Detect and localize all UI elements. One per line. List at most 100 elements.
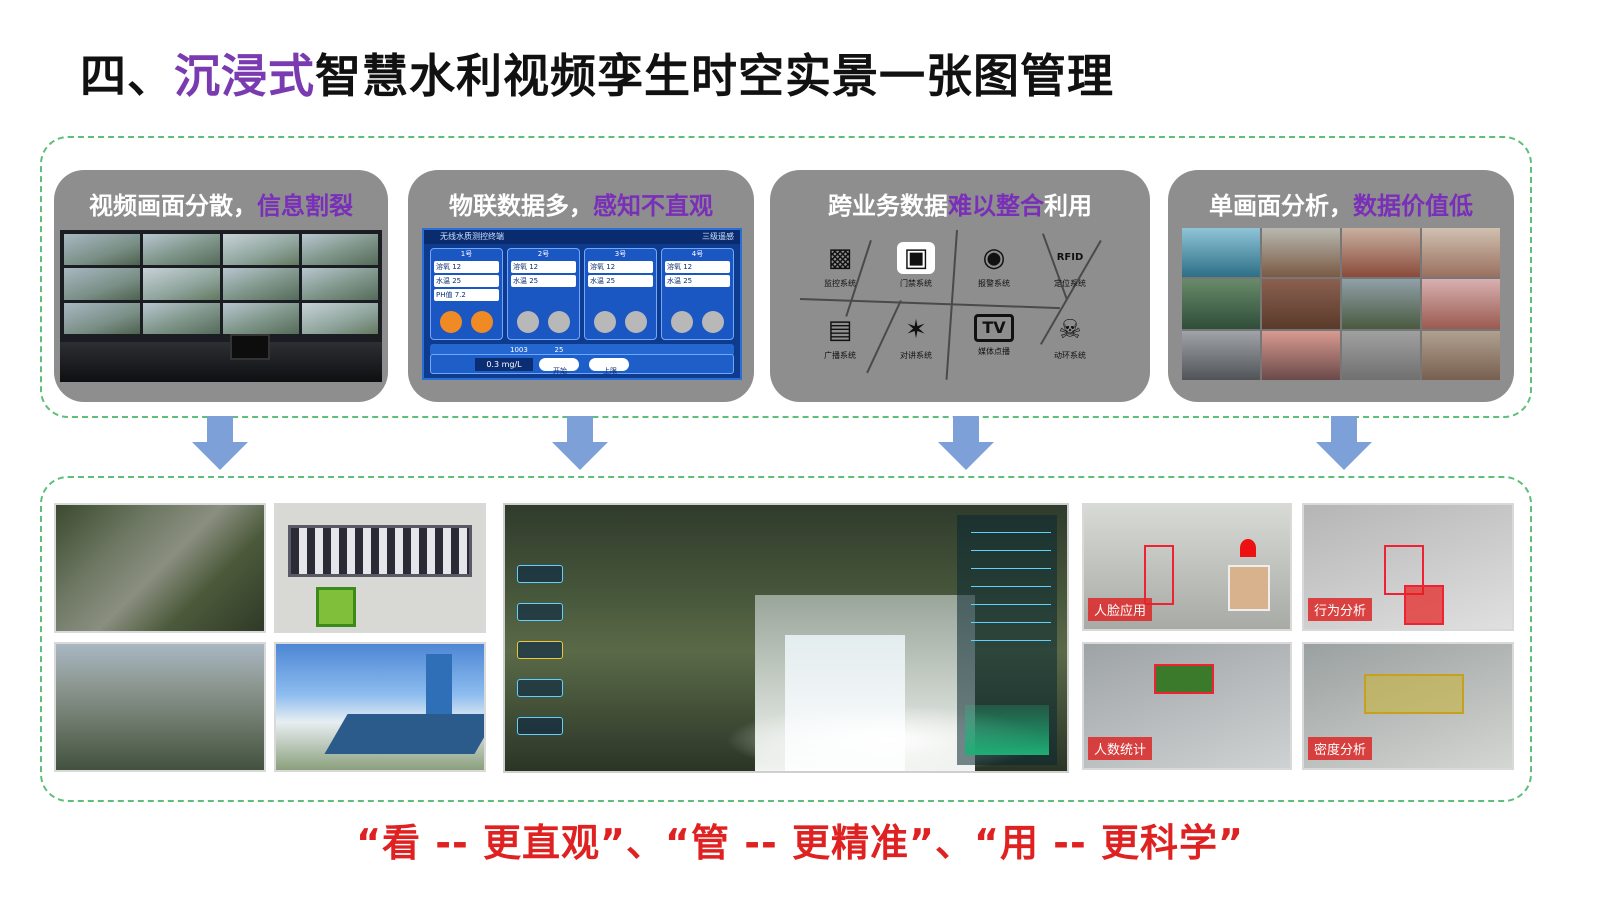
system-media: TV 媒体点播 [954,314,1034,357]
analysis-mosaic-image [1182,228,1500,380]
start-button[interactable]: 开始 [539,358,579,375]
system-monitor: ▩ 监控系统 [800,242,880,289]
station-label: 4号 [691,250,704,258]
door-access-icon: ▣ [897,242,935,274]
card-title: 物联数据多，感知不直观 [408,186,754,221]
station-label: 2号 [537,250,550,258]
station-column: 2号 溶氧 12 水温 25 [507,248,580,340]
tv-icon: TV [974,314,1014,342]
venue-3d-image [274,503,486,633]
oxygen-reading: 溶氧 12 [588,261,653,273]
station-column: 4号 溶氧 12 水温 25 [661,248,734,340]
system-locate: RFID 定位系统 [1030,242,1110,289]
water-temp-reading: 水温 25 [434,275,499,287]
dam-data-panel [957,515,1057,765]
down-arrow-icon [1316,416,1372,470]
system-label: 报警系统 [978,279,1010,288]
down-arrow-icon [552,416,608,470]
oxygen-reading: 溶氧 12 [434,261,499,273]
card-title-plain: 物联数据多， [449,192,593,220]
title-rest: 智慧水利视频孪生时空实景一张图管理 [315,49,1114,103]
system-intercom: ✶ 对讲系统 [876,314,956,361]
video-wall-image [60,230,382,382]
problem-card-analysis: 单画面分析，数据价值低 [1168,170,1514,402]
card-title: 跨业务数据难以整合利用 [770,186,1150,221]
system-label: 定位系统 [1054,279,1086,288]
dam-side-menu[interactable] [517,565,563,755]
card-title-plain: 视频画面分散， [89,192,257,220]
system-label: 广播系统 [824,351,856,360]
down-arrow-icon [192,416,248,470]
pressure-value: 1003 [510,346,528,354]
card-title-after: 利用 [1044,192,1092,220]
city-3d-render-image [274,642,486,772]
problem-card-integration: 跨业务数据难以整合利用 ▩ 监控系统 ▣ 门禁系统 ◉ 报警系统 RFID 定位… [770,170,1150,402]
cctv-camera-icon: ▩ [827,243,853,273]
systems-diagram: ▩ 监控系统 ▣ 门禁系统 ◉ 报警系统 RFID 定位系统 ▤ 广播系统 ✶ … [780,230,1140,380]
system-label: 门禁系统 [900,279,932,288]
solutions-container [40,476,1532,802]
thermometer-icon: ☠ [1058,315,1082,345]
limit-button[interactable]: 上限 [589,358,629,375]
tag-people-count: 人数统计 [1088,737,1153,760]
station-label: 1号 [460,250,473,258]
ph-reading: PH值 7.2 [434,289,499,301]
down-arrow-icon [938,416,994,470]
dashboard-title: 无线水质测控终端 [440,232,504,241]
card-title-highlight: 数据价值低 [1353,192,1473,220]
tag-behavior: 行为分析 [1308,598,1373,621]
system-alarm: ◉ 报警系统 [954,242,1034,289]
density-analysis-image: 密度分析 [1302,642,1514,770]
card-title-highlight: 信息割裂 [257,192,353,220]
oxygen-reading: 溶氧 12 [511,261,576,273]
dashboard-header: 无线水质测控终端 三级遥感 [424,230,740,244]
card-title-plain: 跨业务数据 [828,192,948,220]
station-column: 3号 溶氧 12 水温 25 [584,248,657,340]
dashboard-footer: 0.3 mg/L 开始 上限 [430,354,734,375]
face-recognition-image: 人脸应用 [1082,503,1292,631]
card-title: 单画面分析，数据价值低 [1168,186,1514,221]
aerial-river-image [54,642,266,772]
water-temp-reading: 水温 25 [588,275,653,287]
system-label: 动环系统 [1054,351,1086,360]
water-temp-reading: 水温 25 [511,275,576,287]
card-title-plain: 单画面分析， [1209,192,1353,220]
title-prefix: 四、 [80,49,174,103]
problem-card-iot: 物联数据多，感知不直观 无线水质测控终端 三级遥感 1号 溶氧 12 水温 25… [408,170,754,402]
intercom-icon: ✶ [905,315,927,345]
start-label: 开始 [553,367,567,375]
reading-value: 0.3 mg/L [475,358,533,371]
card-title-highlight: 难以整合 [948,192,1044,220]
dashboard-header-right: 三级遥感 [702,232,734,241]
rfid-icon: RFID [1056,252,1084,263]
system-label: 监控系统 [824,279,856,288]
behavior-analysis-image: 行为分析 [1302,503,1514,631]
water-temp-reading: 水温 25 [665,275,730,287]
station-label: 3号 [614,250,627,258]
problem-card-video: 视频画面分散，信息割裂 [54,170,388,402]
air-temp-value: 25 [554,346,564,354]
system-broadcast: ▤ 广播系统 [800,314,880,361]
tag-density: 密度分析 [1308,737,1373,760]
slogan: “看 -- 更直观”、“管 -- 更精准”、“用 -- 更科学” [356,821,1244,865]
station-column: 1号 溶氧 12 水温 25 PH值 7.2 [430,248,503,340]
pressure-bar: 1003 25 [430,344,734,356]
title-highlight: 沉浸式 [174,49,315,103]
dam-twin-scene [503,503,1069,773]
radio-icon: ▤ [827,315,853,345]
aerial-city-image [54,503,266,633]
page-title: 四、沉浸式智慧水利视频孪生时空实景一张图管理 [80,40,1114,106]
problems-container [40,136,1532,418]
tag-face-app: 人脸应用 [1088,598,1153,621]
oxygen-reading: 溶氧 12 [665,261,730,273]
card-title-highlight: 感知不直观 [593,192,713,220]
limit-label: 上限 [603,367,617,375]
system-environment: ☠ 动环系统 [1030,314,1110,361]
alarm-light-icon: ◉ [982,243,1006,273]
system-label: 媒体点播 [978,347,1010,356]
system-label: 对讲系统 [900,351,932,360]
system-access: ▣ 门禁系统 [876,242,956,289]
people-count-image: 人数统计 [1082,642,1292,770]
water-quality-dashboard: 无线水质测控终端 三级遥感 1号 溶氧 12 水温 25 PH值 7.2 2号 … [422,228,742,380]
card-title: 视频画面分散，信息割裂 [54,186,388,221]
